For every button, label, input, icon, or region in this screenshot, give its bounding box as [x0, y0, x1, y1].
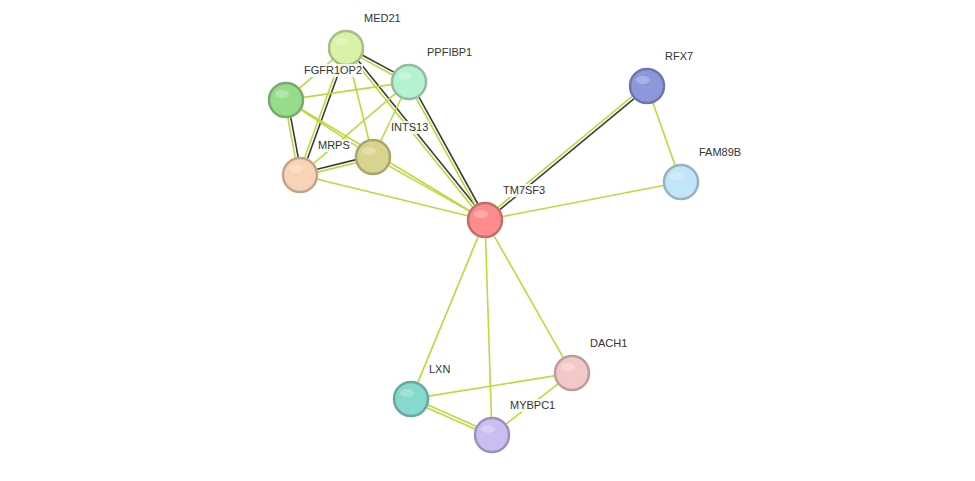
interaction-edge — [389, 166, 470, 211]
interaction-edge — [304, 85, 391, 98]
node-label: TM7SF3 — [502, 184, 546, 197]
protein-node: MYBPC1 — [473, 416, 511, 454]
node-label: MYBPC1 — [509, 399, 556, 412]
node-circle — [553, 354, 591, 392]
interaction-edge — [356, 61, 475, 207]
protein-node: MRPS — [281, 156, 319, 194]
node-circle — [327, 29, 365, 67]
interaction-edge — [317, 160, 356, 172]
protein-node: MED21 — [327, 29, 365, 67]
interaction-edge — [361, 55, 394, 75]
interaction-edge — [486, 238, 492, 417]
edge-line — [418, 237, 478, 383]
interaction-edge — [427, 405, 476, 429]
node-circle — [473, 416, 511, 454]
edge-line — [304, 85, 391, 98]
node-label: MRPS — [317, 139, 351, 152]
edge-line — [429, 376, 554, 396]
interaction-edge — [429, 376, 554, 396]
interaction-edge — [418, 237, 478, 383]
protein-node: TM7SF3 — [466, 201, 504, 239]
protein-node: PPFIBP1 — [390, 63, 428, 101]
interaction-edge — [494, 236, 563, 358]
interaction-edge — [653, 103, 675, 165]
edge-line — [500, 99, 634, 210]
edge-line — [653, 103, 675, 165]
interaction-edge — [381, 98, 401, 141]
edge-line — [288, 118, 295, 158]
node-label: LXN — [428, 363, 451, 376]
node-label: FAM89B — [698, 146, 742, 159]
node-label: PPFIBP1 — [426, 46, 473, 59]
node-label: MED21 — [363, 12, 402, 25]
protein-node: FGFR1OP2 — [267, 81, 305, 119]
edge-line — [498, 96, 632, 207]
edge-line — [486, 238, 492, 417]
node-circle — [392, 380, 430, 418]
node-circle — [354, 138, 392, 176]
protein-node: INTS13 — [354, 138, 392, 176]
edge-line — [358, 61, 474, 205]
edge-line — [318, 163, 356, 172]
node-label: DACH1 — [589, 337, 628, 350]
edge-line — [381, 98, 401, 141]
protein-node: FAM89B — [662, 163, 700, 201]
node-label: INTS13 — [390, 121, 429, 134]
node-circle — [466, 201, 504, 239]
node-label: FGFR1OP2 — [303, 64, 363, 77]
interaction-edge — [498, 96, 634, 209]
edge-line — [361, 58, 392, 75]
edge-line — [428, 405, 476, 426]
node-circle — [390, 63, 428, 101]
edge-line — [356, 63, 472, 207]
protein-node: LXN — [392, 380, 430, 418]
edge-line — [506, 384, 558, 424]
node-circle — [662, 163, 700, 201]
node-circle — [267, 81, 305, 119]
node-circle — [281, 156, 319, 194]
interaction-edge — [288, 117, 298, 157]
node-label: RFX7 — [664, 50, 694, 63]
edge-line — [416, 98, 475, 204]
node-circle — [628, 67, 666, 105]
interaction-edge — [506, 384, 558, 424]
edge-line — [389, 166, 470, 211]
edge-line — [494, 236, 563, 358]
protein-node: RFX7 — [628, 67, 666, 105]
edge-line — [363, 55, 394, 72]
edge-line — [427, 408, 475, 429]
protein-node: DACH1 — [553, 354, 591, 392]
interaction-edge — [416, 97, 477, 205]
